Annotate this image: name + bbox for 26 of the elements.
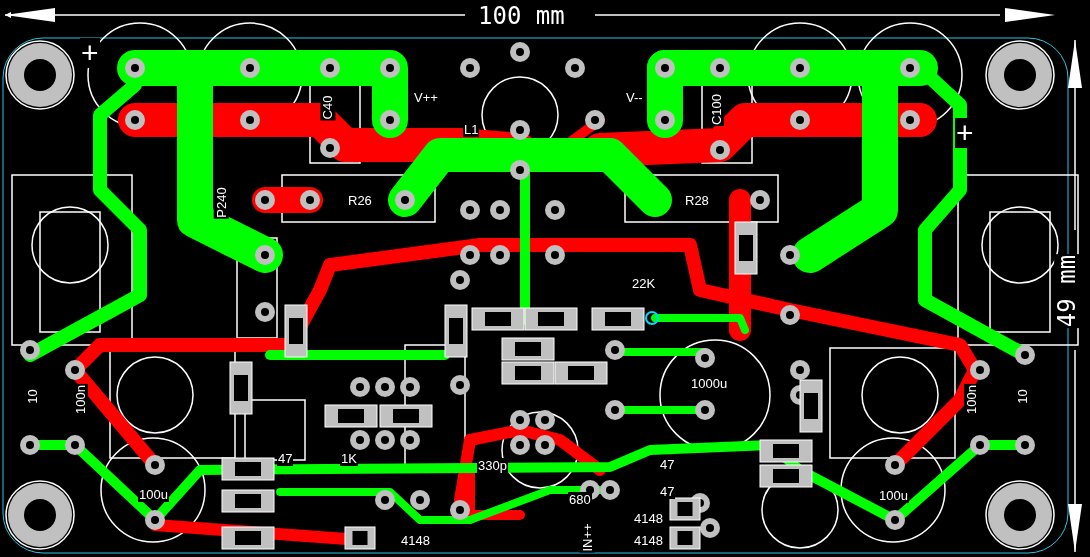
component-label: 330p (477, 458, 508, 473)
component-label: 100u (138, 487, 169, 502)
component-label: V++ (413, 90, 439, 105)
component-label: 4148 (400, 533, 431, 548)
component-label: C40 (320, 94, 336, 121)
component-label: V-- (625, 90, 644, 105)
dimension-label: 49 mm (1054, 253, 1081, 329)
component-label: IN++ (579, 522, 595, 553)
component-label: 47 (659, 457, 676, 472)
component-label: L1 (463, 122, 480, 137)
component-label: 680 (568, 492, 592, 507)
component-label: R28 (684, 193, 710, 208)
polarity-mark: + (955, 118, 975, 148)
component-label: 22K (631, 276, 657, 291)
component-label: 100n (963, 384, 979, 415)
component-label: 4148 (633, 533, 664, 548)
polarity-mark: + (80, 38, 100, 68)
component-label: P240 (213, 186, 229, 219)
component-label: 4148 (633, 511, 664, 526)
component-label: 1K (340, 451, 358, 466)
component-label: R26 (347, 193, 373, 208)
component-label: C100 (709, 92, 725, 127)
component-label: 47 (659, 484, 676, 499)
component-label: 1000u (690, 376, 729, 391)
component-label: 100u (878, 488, 909, 503)
component-label: 47 (277, 451, 294, 466)
